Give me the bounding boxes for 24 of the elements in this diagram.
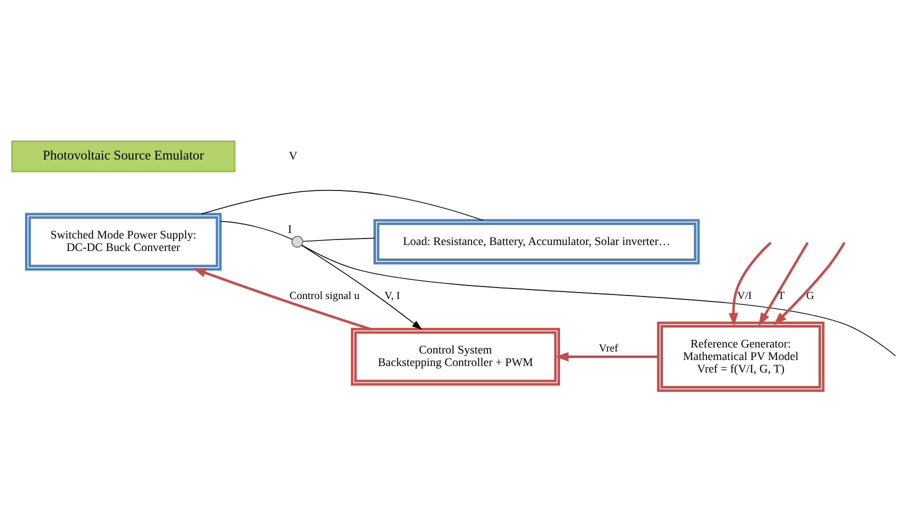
- arrow: [774, 241, 846, 325]
- node-label: I: [288, 222, 292, 236]
- node-box: Photovoltaic Source Emulator: [11, 140, 236, 172]
- edge-label: V/I: [737, 289, 752, 302]
- arrow: [192, 268, 371, 330]
- edge-label: T: [778, 289, 785, 302]
- arrow: [555, 352, 658, 361]
- label: V: [288, 149, 298, 162]
- arrow: [301, 244, 422, 330]
- node-circle: [292, 235, 304, 248]
- edge-label: Vref: [598, 342, 618, 354]
- node-box: Reference Generator: Mathematical PV Model Vref = f(V/I, G, T): [657, 321, 824, 392]
- edge-label: V, I: [384, 289, 400, 302]
- node-box: Switched Mode Power Supply: DC-DC Buck Converter: [25, 212, 222, 270]
- node-box: Load: Resistance, Battery, Accumulator, Solar inverter…: [373, 218, 700, 264]
- edge-label: Control signal u: [290, 289, 360, 302]
- edge-label: G: [806, 289, 814, 302]
- connector: [201, 189, 484, 220]
- connector: [302, 237, 376, 242]
- arrow: [758, 242, 809, 326]
- connector: [301, 244, 896, 356]
- connector: [220, 220, 293, 240]
- arrow: [728, 241, 772, 326]
- node-box: Control System Backstepping Controller + PWM: [350, 327, 560, 386]
